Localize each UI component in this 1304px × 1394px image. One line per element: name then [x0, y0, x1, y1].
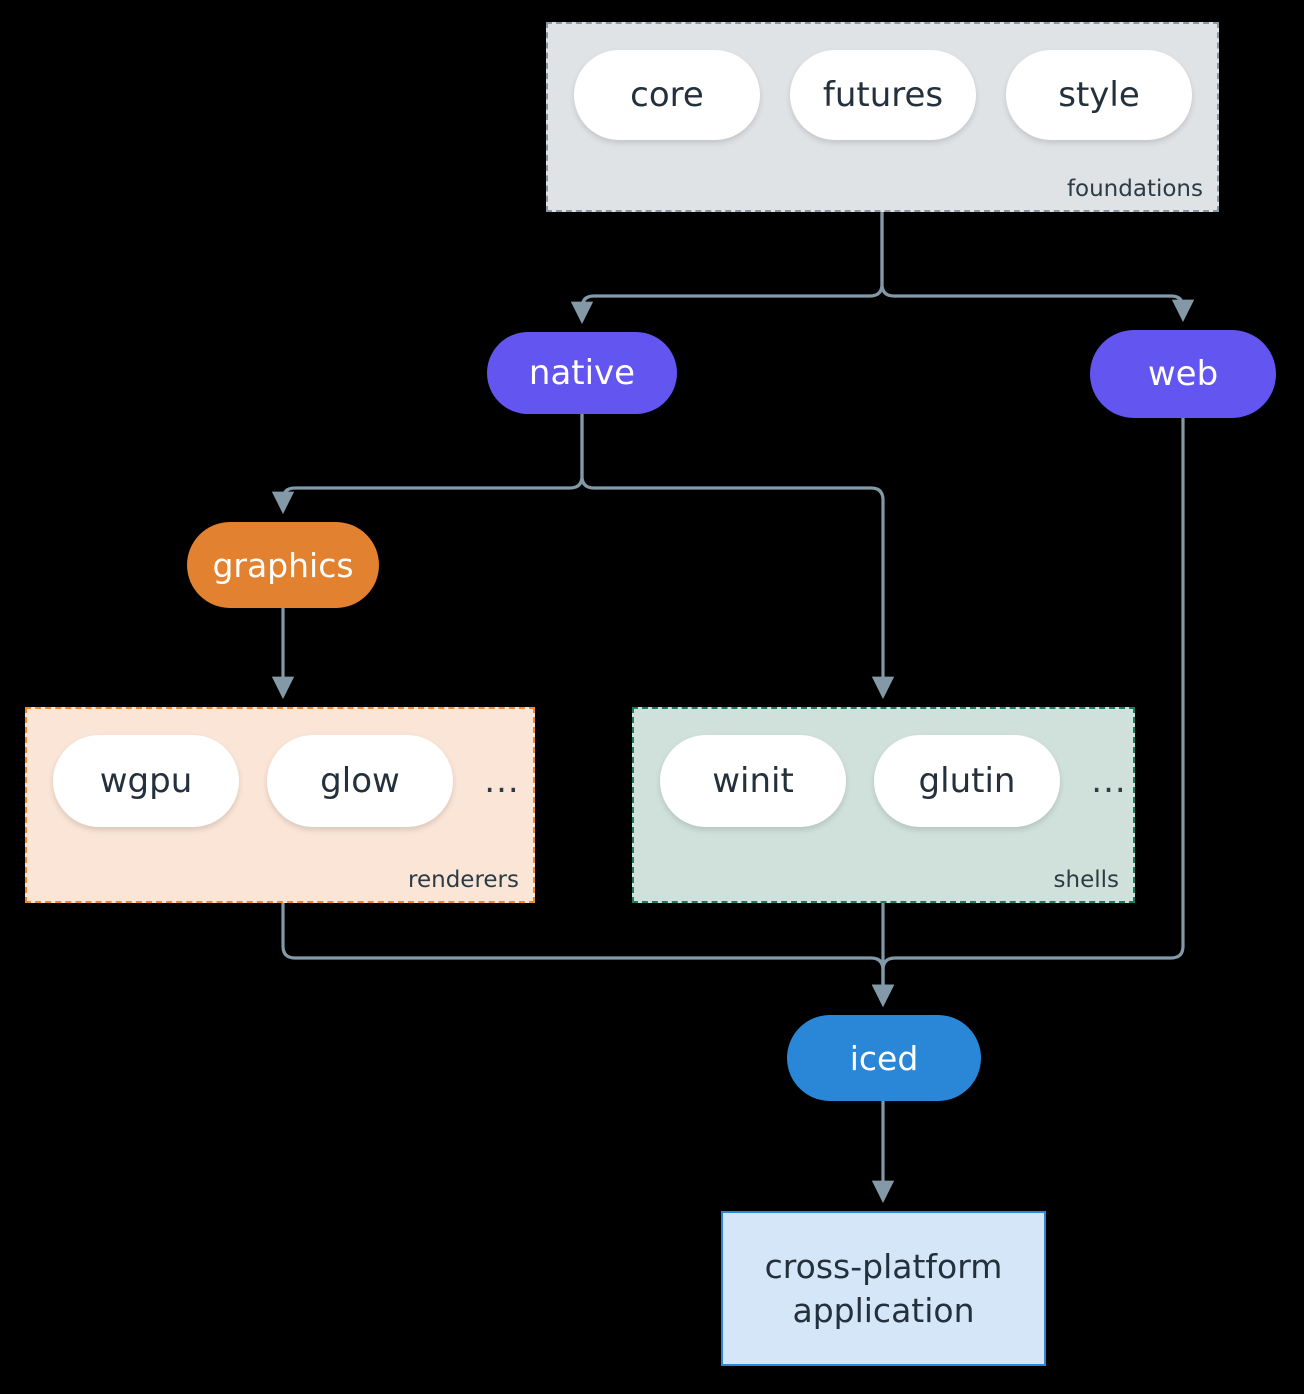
edge-foundations-web: [880, 211, 1195, 323]
edge-renderers-iced: [281, 901, 895, 1008]
node-iced[interactable]: iced: [787, 1015, 981, 1101]
node-cross-platform-application[interactable]: cross-platform application: [721, 1211, 1046, 1366]
cluster-item-label: glow: [320, 761, 400, 801]
node-label: native: [528, 353, 636, 393]
cluster-label-shells: shells: [1053, 867, 1119, 893]
node-label-line1: cross-platform: [764, 1246, 1003, 1286]
cluster-item-winit[interactable]: winit: [660, 735, 846, 827]
cluster-item-label: winit: [712, 761, 794, 801]
cluster-item-label: wgpu: [99, 761, 193, 801]
node-web[interactable]: web: [1090, 330, 1276, 418]
node-label-line2: application: [792, 1290, 975, 1330]
node-label: iced: [849, 1038, 919, 1078]
edge-foundations-native: [570, 211, 884, 325]
cluster-overflow-ellipsis: ...: [1091, 761, 1127, 801]
edge-native-graphics: [271, 412, 584, 515]
cluster-item-style[interactable]: style: [1006, 50, 1192, 140]
cluster-item-core[interactable]: core: [574, 50, 760, 140]
cluster-item-label: glutin: [918, 761, 1016, 801]
cluster-item-label: futures: [822, 75, 944, 115]
cluster-renderers: wgpu glow ... renderers: [25, 707, 535, 903]
cluster-item-wgpu[interactable]: wgpu: [53, 735, 239, 827]
cluster-item-label: core: [630, 75, 704, 115]
node-graphics[interactable]: graphics: [187, 522, 379, 608]
node-label: web: [1147, 354, 1219, 394]
cluster-item-glutin[interactable]: glutin: [874, 735, 1060, 827]
cluster-label-renderers: renderers: [408, 867, 519, 893]
cluster-item-glow[interactable]: glow: [267, 735, 453, 827]
node-native[interactable]: native: [487, 332, 677, 414]
cluster-item-futures[interactable]: futures: [790, 50, 976, 140]
cluster-foundations: core futures style foundations: [546, 22, 1219, 212]
cluster-item-label: style: [1058, 75, 1140, 115]
cluster-label-foundations: foundations: [1066, 176, 1203, 202]
cluster-shells: winit glutin ... shells: [632, 707, 1135, 903]
cluster-overflow-ellipsis: ...: [484, 761, 520, 801]
edge-native-shells: [580, 412, 895, 700]
node-label: graphics: [212, 545, 354, 585]
